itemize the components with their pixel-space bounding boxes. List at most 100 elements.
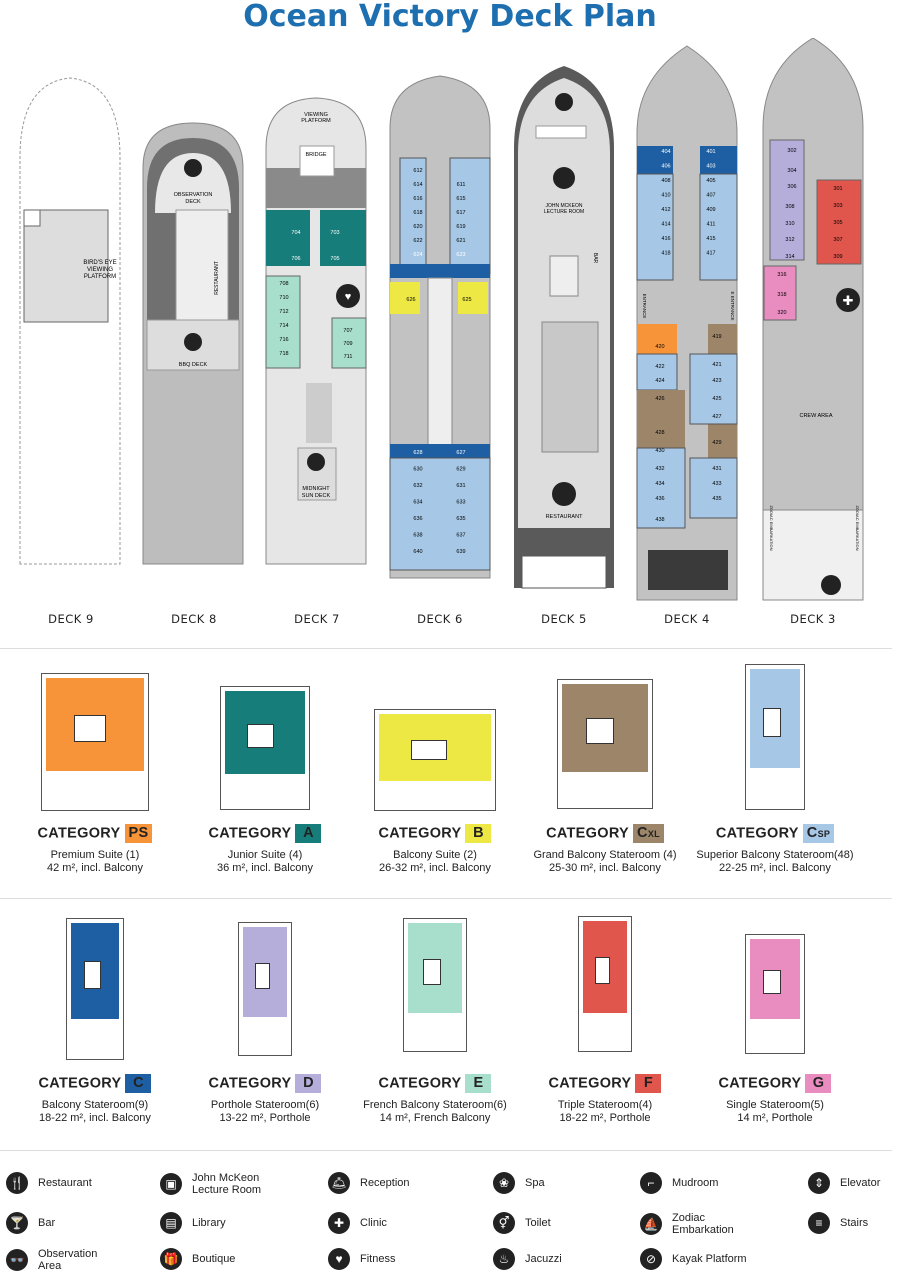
cabin-number[interactable]: 423 xyxy=(712,378,721,384)
cabin-number[interactable]: 403 xyxy=(706,164,715,170)
cabin-number[interactable]: 619 xyxy=(456,224,465,230)
cabin-number[interactable]: 316 xyxy=(777,272,786,278)
cabin-number[interactable]: 428 xyxy=(655,430,664,436)
cabin-number[interactable]: 629 xyxy=(456,467,465,473)
cabin-number[interactable]: 411 xyxy=(707,222,716,228)
cabin-number[interactable]: 404 xyxy=(661,149,670,155)
cabin-number[interactable]: 307 xyxy=(833,237,842,243)
cabin-number[interactable]: 708 xyxy=(279,281,288,287)
cabin-number[interactable]: 705 xyxy=(330,256,339,262)
cabin-number[interactable]: 616 xyxy=(413,196,422,202)
cabin-number[interactable]: 626 xyxy=(406,297,415,303)
deck-3-plan[interactable]: ✚ CREW AREA ZODIAC EMBARKATION ZODIAC EM… xyxy=(762,38,864,601)
cabin-number[interactable]: 640 xyxy=(413,549,422,555)
cabin-number[interactable]: 318 xyxy=(777,292,786,298)
cabin-number[interactable]: 320 xyxy=(777,310,786,316)
deck-8-plan[interactable]: OBSERVATION DECK RESTAURANT BBQ DECK xyxy=(142,122,244,565)
cabin-number[interactable]: 623 xyxy=(456,252,465,258)
cabin-number[interactable]: 314 xyxy=(785,254,794,260)
cabin-number[interactable]: 611 xyxy=(457,182,466,188)
cabin-number[interactable]: 632 xyxy=(413,483,422,489)
cabin-number[interactable]: 406 xyxy=(661,164,670,170)
cabin-number[interactable]: 635 xyxy=(456,516,465,522)
cabin-number[interactable]: 410 xyxy=(661,193,670,199)
cabin-number[interactable]: 405 xyxy=(706,178,715,184)
cabin-number[interactable]: 630 xyxy=(413,467,422,473)
cabin-number[interactable]: 306 xyxy=(787,184,796,190)
cabin-number[interactable]: 707 xyxy=(343,328,352,334)
cabin-number[interactable]: 718 xyxy=(279,351,288,357)
cabin-number[interactable]: 631 xyxy=(456,483,465,489)
cabin-number[interactable]: 416 xyxy=(661,236,670,242)
cabin-number[interactable]: 419 xyxy=(712,334,721,340)
cabin-number[interactable]: 620 xyxy=(413,224,422,230)
cabin-number[interactable]: 409 xyxy=(706,207,715,213)
cabin-number[interactable]: 703 xyxy=(330,230,339,236)
cabin-number[interactable]: 615 xyxy=(456,196,465,202)
cabin-number[interactable]: 638 xyxy=(413,533,422,539)
cabin-number[interactable]: 412 xyxy=(661,207,670,213)
cabin-number[interactable]: 639 xyxy=(456,549,465,555)
cabin-number[interactable]: 308 xyxy=(785,204,794,210)
cabin-number[interactable]: 711 xyxy=(344,354,353,360)
deck-9-plan[interactable]: BIRD'S EYE VIEWING PLATFORM xyxy=(19,77,121,565)
cabin-number[interactable]: 716 xyxy=(279,337,288,343)
cabin-number[interactable]: 633 xyxy=(456,500,465,506)
cabin-number[interactable]: 407 xyxy=(706,193,715,199)
cabin-number[interactable]: 714 xyxy=(279,323,288,329)
cabin-number[interactable]: 426 xyxy=(655,396,664,402)
cabin-number[interactable]: 627 xyxy=(456,450,465,456)
cabin-number[interactable]: 433 xyxy=(712,481,721,487)
cabin-number[interactable]: 417 xyxy=(706,251,715,257)
cabin-number[interactable]: 305 xyxy=(833,220,842,226)
cabin-number[interactable]: 427 xyxy=(712,414,721,420)
cabin-number[interactable]: 301 xyxy=(833,186,842,192)
cabin-number[interactable]: 614 xyxy=(413,182,422,188)
cabin-number[interactable]: 712 xyxy=(279,309,288,315)
cabin-number[interactable]: 303 xyxy=(833,203,842,209)
cabin-number[interactable]: 422 xyxy=(655,364,664,370)
cabin-number[interactable]: 628 xyxy=(413,450,422,456)
cabin-number[interactable]: 618 xyxy=(413,210,422,216)
cabin-number[interactable]: 636 xyxy=(413,516,422,522)
cabin-number[interactable]: 612 xyxy=(413,168,422,174)
cabin-number[interactable]: 436 xyxy=(655,496,664,502)
cabin-number[interactable]: 304 xyxy=(787,168,796,174)
cabin-number[interactable]: 425 xyxy=(712,396,721,402)
deck-5-plan[interactable]: JOHN MCKEON LECTURE ROOM BAR RESTAURANT xyxy=(514,66,614,589)
cabin-number[interactable]: 414 xyxy=(661,222,670,228)
cabin-number[interactable]: 310 xyxy=(785,221,794,227)
cabin-number[interactable]: 430 xyxy=(655,448,664,454)
cabin-number[interactable]: 424 xyxy=(655,378,664,384)
cabin-number[interactable]: 401 xyxy=(706,149,715,155)
deck-7-plan[interactable]: ♥ VIEWING PLATFORM BRIDGE MIDNIGHT SUN D… xyxy=(265,97,367,565)
cabin-number[interactable]: 438 xyxy=(655,517,664,523)
cabin-number[interactable]: 431 xyxy=(712,466,721,472)
cabin-number[interactable]: 617 xyxy=(456,210,465,216)
cabin-number[interactable]: 302 xyxy=(787,148,796,154)
cabin-number[interactable]: 429 xyxy=(712,440,721,446)
cabin-number[interactable]: 434 xyxy=(655,481,664,487)
cabin-number[interactable]: 625 xyxy=(462,297,471,303)
cabin-number[interactable]: 309 xyxy=(833,254,842,260)
cabin-number[interactable]: 637 xyxy=(456,533,465,539)
cabin-number[interactable]: 621 xyxy=(456,238,465,244)
cabin-number[interactable]: 634 xyxy=(413,500,422,506)
cabin-number[interactable]: 432 xyxy=(655,466,664,472)
cabin-number[interactable]: 706 xyxy=(291,256,300,262)
cabin-number[interactable]: 624 xyxy=(413,252,422,258)
cabin-number[interactable]: 710 xyxy=(279,295,288,301)
cabin-number[interactable]: 421 xyxy=(712,362,721,368)
